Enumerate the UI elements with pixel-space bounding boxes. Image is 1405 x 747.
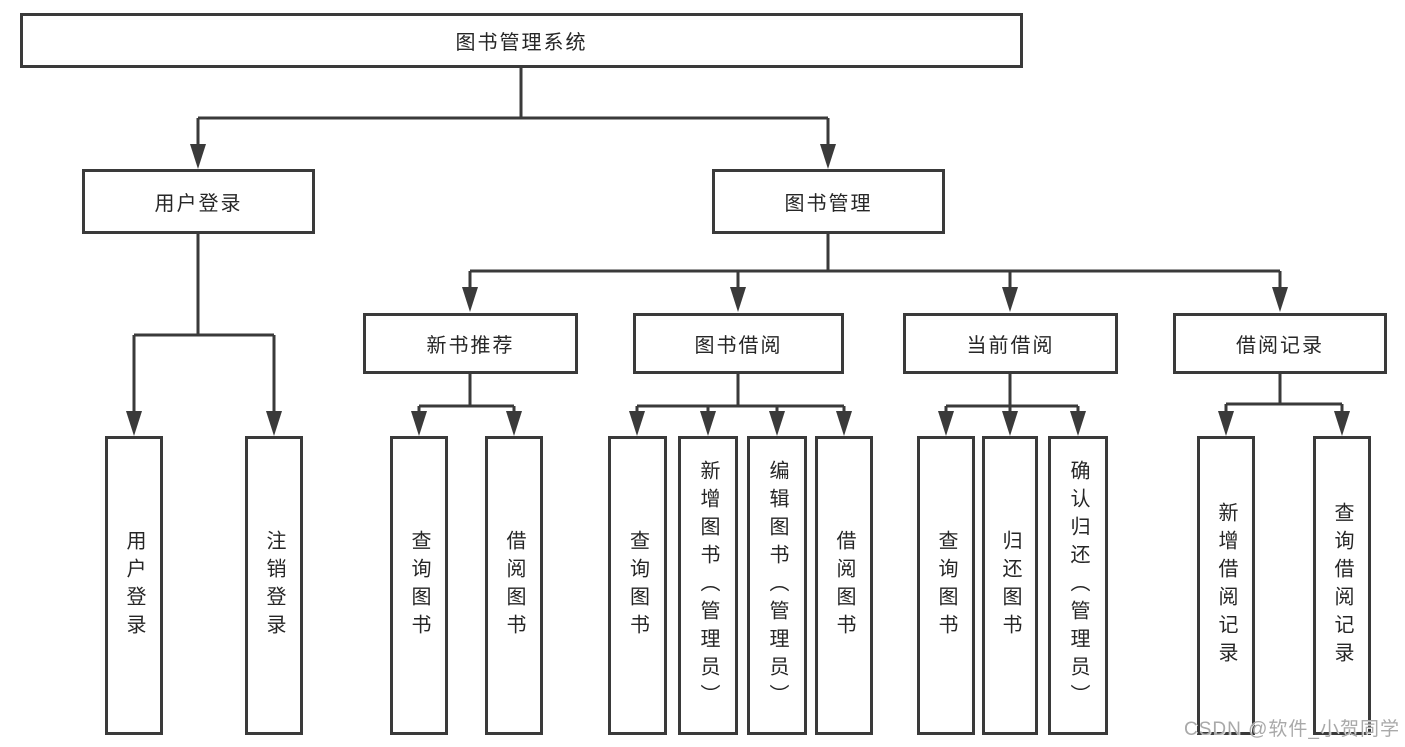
arrow-down-icon (462, 287, 478, 312)
node-borrowing-records-label: 借阅记录 (1236, 335, 1324, 357)
arrow-down-icon (266, 411, 282, 436)
node-book-management-label: 图书管理 (784, 193, 873, 215)
node-leaf-confirm-return-admin-label: 确认归还（管理员） (1067, 459, 1089, 712)
node-leaf-edit-books-admin: 编辑图书（管理员） (747, 436, 807, 735)
node-leaf-user-login-label: 用户登录 (123, 529, 145, 642)
connector-recommend-to-leaves (417, 374, 516, 413)
node-root-label: 图书管理系统 (455, 32, 588, 54)
node-leaf-add-books-admin: 新增图书（管理员） (678, 436, 738, 735)
node-leaf-add-borrow-record: 新增借阅记录 (1197, 436, 1255, 735)
node-user-login: 用户登录 (82, 169, 315, 234)
arrow-down-icon (1218, 411, 1234, 436)
node-leaf-current-query-books-label: 查询图书 (935, 529, 957, 642)
node-leaf-query-borrow-record-label: 查询借阅记录 (1331, 501, 1353, 670)
node-current-borrowing: 当前借阅 (903, 313, 1118, 374)
arrow-down-icon (190, 144, 206, 169)
node-leaf-add-borrow-record-label: 新增借阅记录 (1215, 501, 1237, 670)
node-book-borrowing: 图书借阅 (633, 313, 844, 374)
arrow-down-icon (1002, 411, 1018, 436)
node-leaf-user-login: 用户登录 (105, 436, 163, 735)
connector-mgmt-to-level3 (468, 234, 1282, 290)
node-leaf-confirm-return-admin: 确认归还（管理员） (1048, 436, 1108, 735)
arrow-down-icon (1272, 287, 1288, 312)
node-new-book-recommend: 新书推荐 (363, 313, 578, 374)
connector-records-to-leaves (1224, 374, 1344, 413)
connector-current-to-leaves (944, 374, 1080, 413)
node-leaf-return-books: 归还图书 (982, 436, 1038, 735)
node-leaf-return-books-label: 归还图书 (999, 529, 1021, 642)
arrow-down-icon (938, 411, 954, 436)
node-leaf-logout: 注销登录 (245, 436, 303, 735)
connector-borrowing-to-leaves (635, 374, 846, 413)
node-leaf-logout-label: 注销登录 (263, 529, 285, 642)
arrow-down-icon (506, 411, 522, 436)
node-leaf-borrowing-borrow-books-label: 借阅图书 (833, 529, 855, 642)
arrow-down-icon (769, 411, 785, 436)
arrow-down-icon (629, 411, 645, 436)
node-leaf-recommend-borrow-books: 借阅图书 (485, 436, 543, 735)
node-leaf-recommend-query-books: 查询图书 (390, 436, 448, 735)
node-new-book-recommend-label: 新书推荐 (426, 335, 515, 357)
arrow-down-icon (820, 144, 836, 169)
node-root: 图书管理系统 (20, 13, 1023, 68)
watermark: CSDN @软件_小贺同学 (1184, 719, 1400, 740)
arrow-down-icon (126, 411, 142, 436)
arrow-down-icon (730, 287, 746, 312)
connector-root-to-level2 (196, 68, 830, 146)
node-leaf-current-query-books: 查询图书 (917, 436, 975, 735)
node-borrowing-records: 借阅记录 (1173, 313, 1387, 374)
arrow-down-icon (836, 411, 852, 436)
node-leaf-borrowing-query-books: 查询图书 (608, 436, 667, 735)
node-leaf-recommend-query-books-label: 查询图书 (408, 529, 430, 642)
node-book-management: 图书管理 (712, 169, 945, 234)
arrow-down-icon (1002, 287, 1018, 312)
arrow-down-icon (700, 411, 716, 436)
node-leaf-borrowing-query-books-label: 查询图书 (626, 529, 649, 642)
node-leaf-edit-books-admin-label: 编辑图书（管理员） (766, 459, 788, 712)
node-leaf-add-books-admin-label: 新增图书（管理员） (697, 459, 719, 712)
node-leaf-recommend-borrow-books-label: 借阅图书 (503, 529, 525, 642)
node-leaf-borrowing-borrow-books: 借阅图书 (815, 436, 873, 735)
arrow-down-icon (411, 411, 427, 436)
connector-login-to-leaves (132, 234, 276, 413)
node-leaf-query-borrow-record: 查询借阅记录 (1313, 436, 1371, 735)
node-user-login-label: 用户登录 (154, 193, 243, 215)
arrow-down-icon (1334, 411, 1350, 436)
node-book-borrowing-label: 图书借阅 (694, 335, 783, 357)
arrow-down-icon (1070, 411, 1086, 436)
node-current-borrowing-label: 当前借阅 (966, 335, 1055, 357)
